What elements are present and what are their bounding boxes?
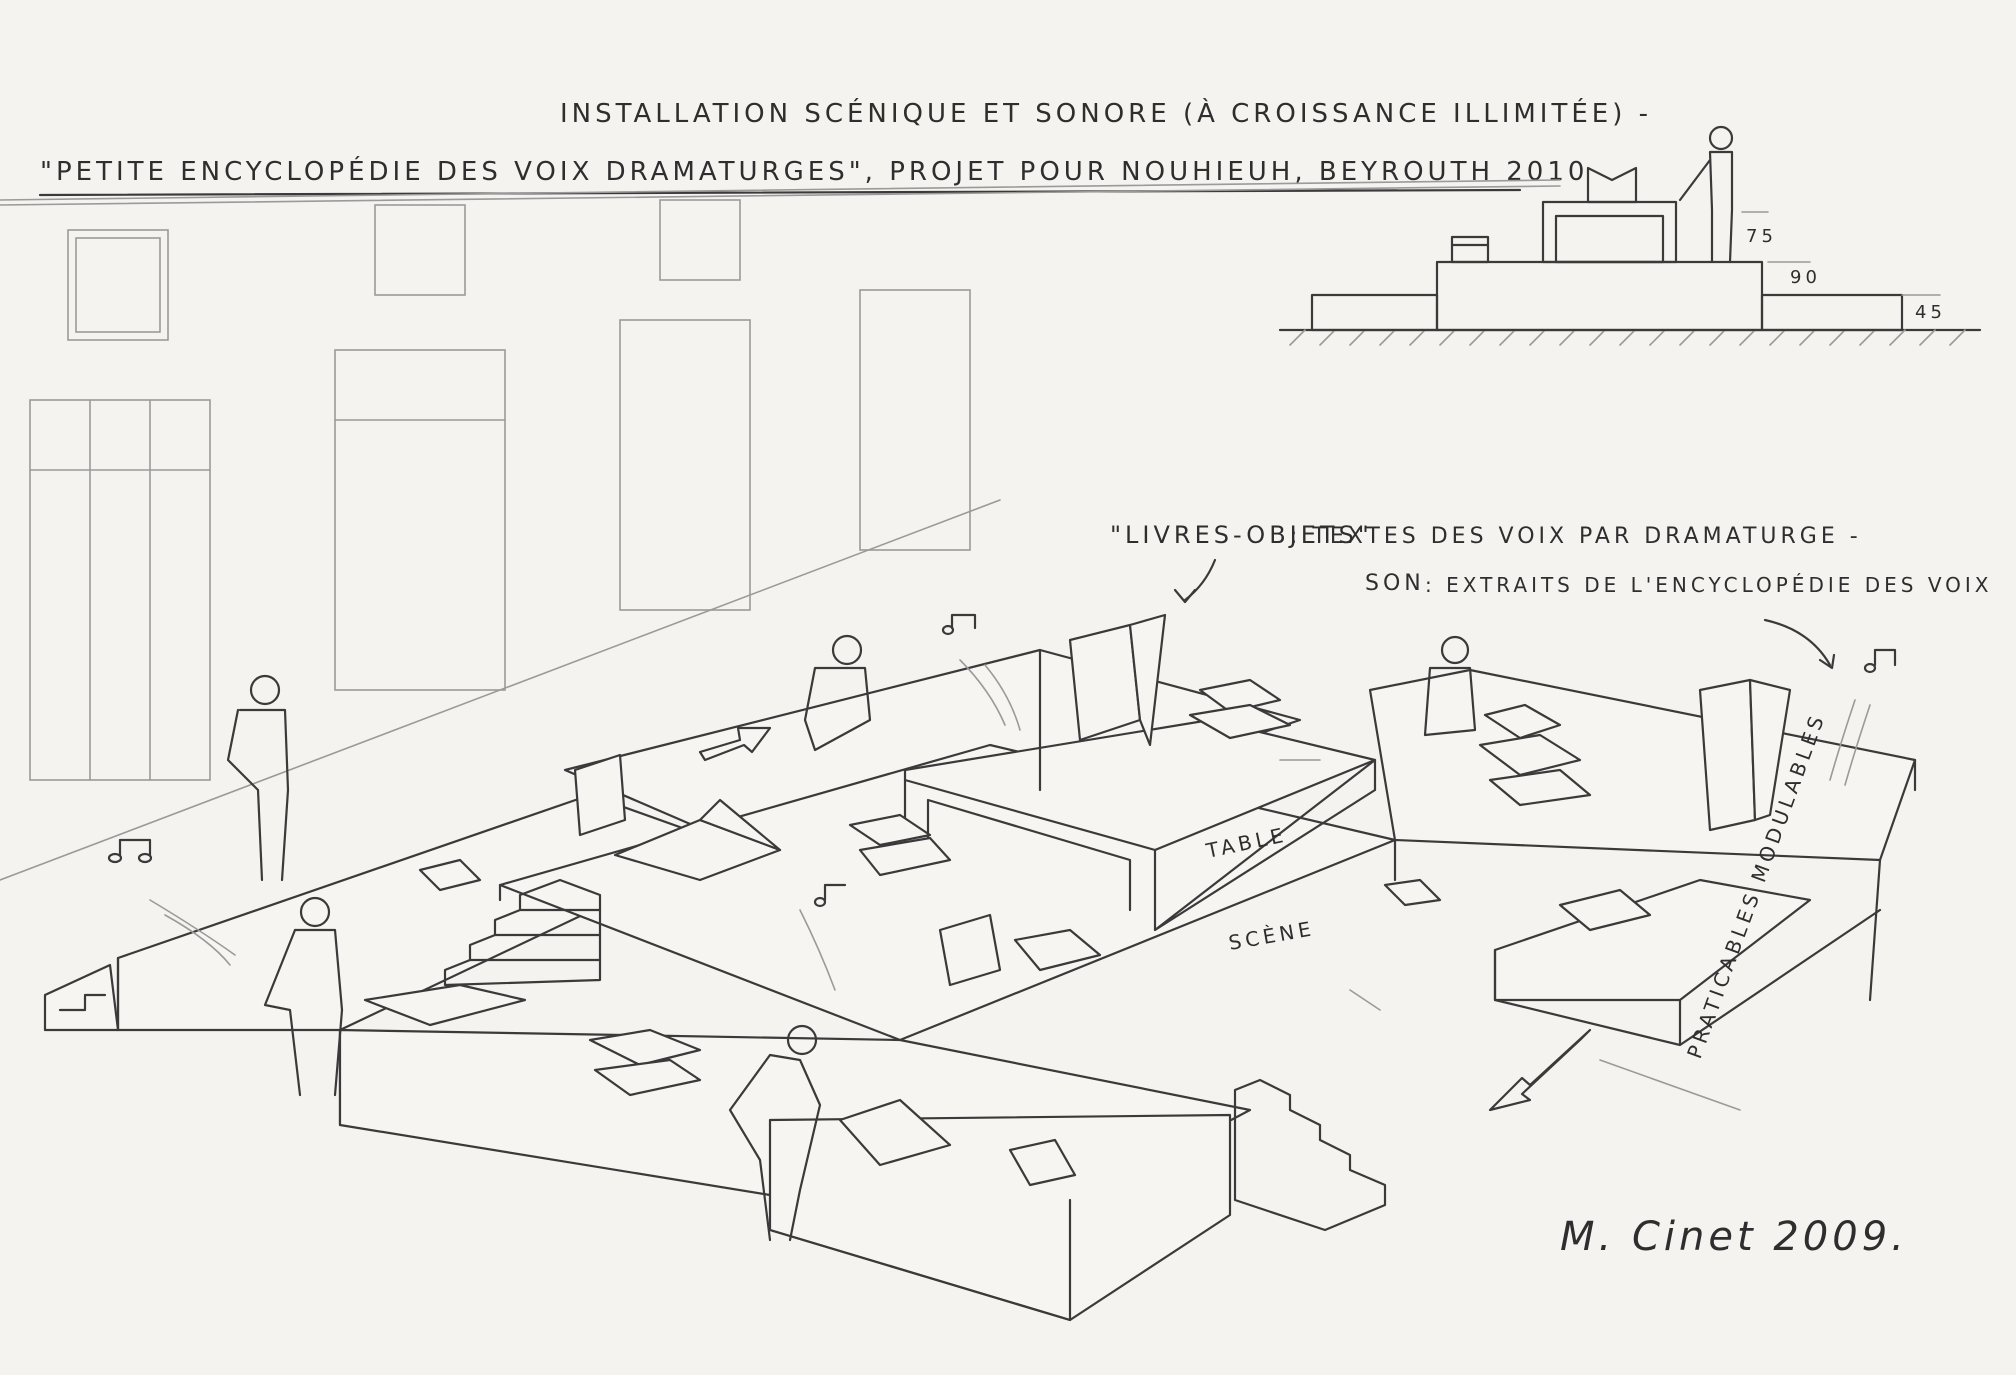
pointer-arrow-livres xyxy=(1183,558,1217,602)
label-scene: SCÈNE xyxy=(1227,916,1317,955)
arrow-downstage xyxy=(1488,1028,1592,1112)
building-facade xyxy=(0,179,1561,881)
title-line-2: "PETITE ENCYCLOPÉDIE DES VOIX DRAMATURGE… xyxy=(40,155,1588,187)
dim-45: 45 xyxy=(1915,302,1946,323)
figures xyxy=(226,634,1477,1242)
ghost-marks xyxy=(1279,759,1741,1111)
label-son: SON xyxy=(1365,571,1425,596)
pointer-arrow-son xyxy=(1763,618,1832,667)
title-underline xyxy=(38,188,1522,197)
signature: M. Cinet 2009. xyxy=(1560,1214,1908,1260)
label-livres-objets: "LIVRES-OBJETS" xyxy=(1110,521,1373,549)
dim-90: 90 xyxy=(1790,267,1821,288)
books xyxy=(363,613,1792,1187)
arrow-upstage xyxy=(698,726,772,762)
label-son-desc: : EXTRAITS DE L'ENCYCLOPÉDIE DES VOIX xyxy=(1425,573,1993,597)
note-icon-1 xyxy=(118,838,152,857)
label-livres-desc: : TEXTES DES VOIX PAR DRAMATURGE - xyxy=(1290,524,1862,549)
section-view: 75 90 45 xyxy=(1278,125,1982,346)
sound-notes xyxy=(107,613,1897,991)
title-line-1: INSTALLATION SCÉNIQUE ET SONORE (À CROIS… xyxy=(560,97,1652,129)
dim-75: 75 xyxy=(1746,226,1777,247)
